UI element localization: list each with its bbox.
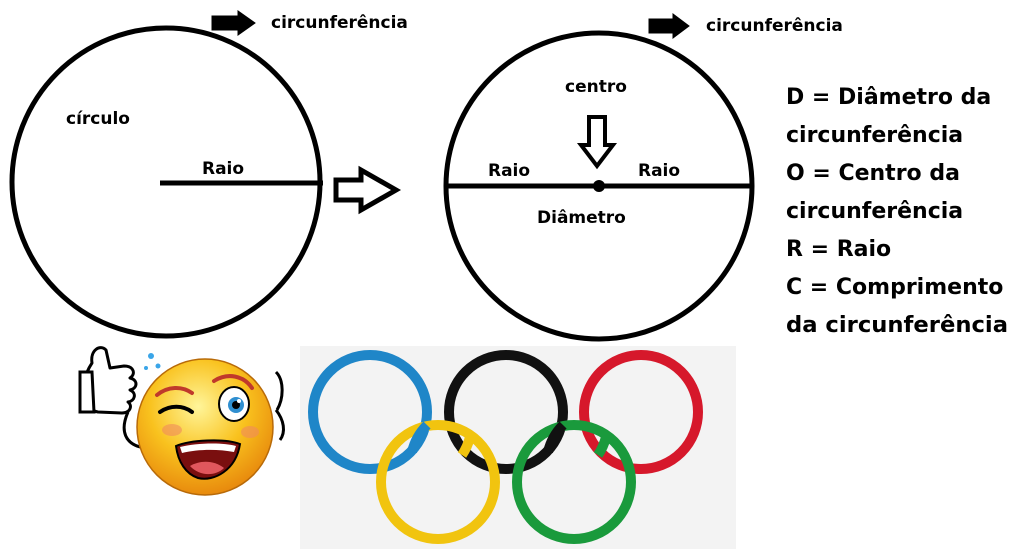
left-circumference-arrow-icon	[211, 10, 256, 36]
right-circumference-arrow-icon	[648, 13, 690, 39]
olympic-rings-icon	[300, 346, 736, 549]
center-label: centro	[565, 77, 627, 97]
ring-blue	[308, 350, 432, 474]
down-arrow-icon	[576, 115, 618, 170]
olympic-rings-background	[300, 346, 736, 549]
ring-green	[512, 420, 636, 544]
legend: D = Diâmetro da circunferência O = Centr…	[786, 85, 1008, 338]
legend-line-5: R = Raio	[786, 237, 891, 262]
center-point	[593, 180, 605, 192]
left-diagram: círculo Raio circunferência	[9, 10, 408, 339]
thumbs-up-emoji-icon	[78, 346, 285, 496]
legend-line-7: da circunferência	[786, 313, 1008, 338]
right-diagram: centro Raio Raio Diâmetro circunferência	[443, 13, 843, 342]
ring-black	[444, 350, 568, 474]
radius-right-label: Raio	[638, 161, 680, 181]
circle-label: círculo	[66, 109, 130, 129]
left-circumference-label: circunferência	[271, 13, 408, 33]
legend-line-4: circunferência	[786, 199, 963, 224]
diameter-label: Diâmetro	[537, 208, 626, 228]
legend-line-2: circunferência	[786, 123, 963, 148]
legend-line-6: C = Comprimento	[786, 275, 1003, 300]
left-radius-label: Raio	[202, 159, 244, 179]
ring-red	[579, 350, 703, 474]
radius-left-label: Raio	[488, 161, 530, 181]
legend-line-3: O = Centro da	[786, 161, 960, 186]
ring-yellow	[376, 420, 500, 544]
right-circumference-label: circunferência	[706, 16, 843, 36]
arrow-right-icon	[333, 165, 402, 215]
legend-line-1: D = Diâmetro da	[786, 85, 991, 110]
